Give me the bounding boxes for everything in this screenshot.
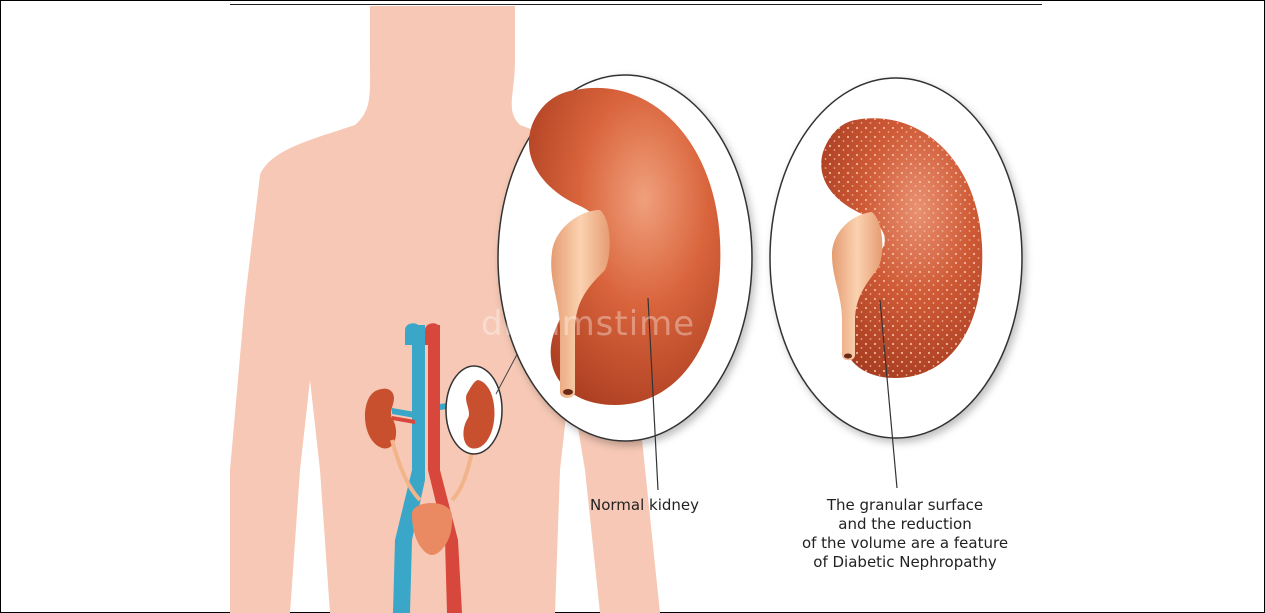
diabetic-nephropathy-label: The granular surface and the reduction o…	[760, 496, 1050, 572]
normal-kidney-label: Normal kidney	[590, 496, 699, 515]
diabetic-label-line-2: and the reduction	[760, 515, 1050, 534]
diabetic-label-line-3: of the volume are a feature	[760, 534, 1050, 553]
diabetic-label-line-1: The granular surface	[760, 496, 1050, 515]
top-border-line	[230, 4, 1042, 5]
watermark-text: dreamstime	[481, 304, 695, 344]
diabetic-label-line-4: of Diabetic Nephropathy	[760, 553, 1050, 572]
